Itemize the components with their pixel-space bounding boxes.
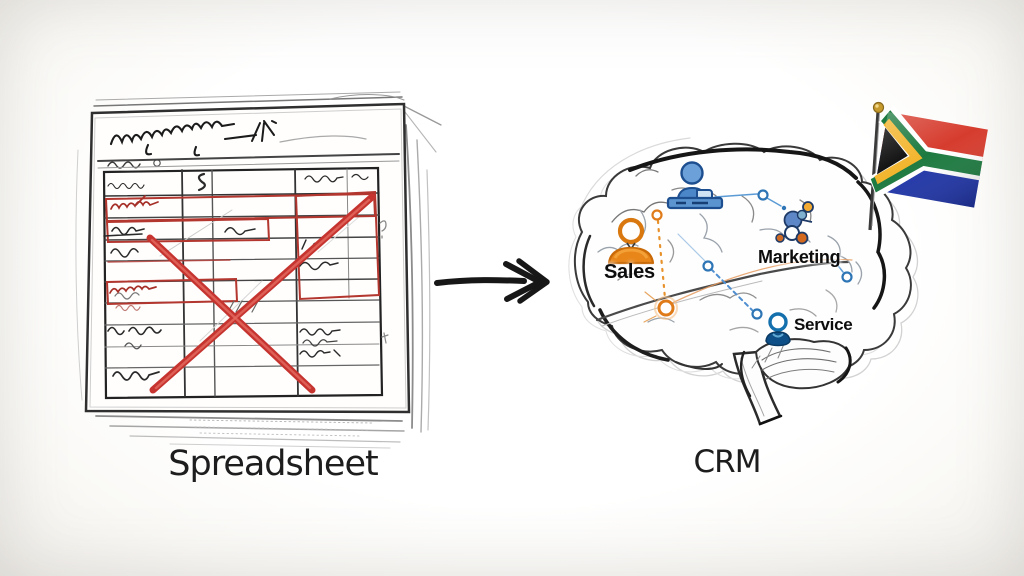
service-agent-icon: [765, 312, 791, 347]
crm-caption: CRM: [693, 444, 762, 480]
node-ring-blue-right: [841, 271, 853, 283]
table-grid: [102, 166, 384, 400]
crm-connectors: [643, 189, 853, 323]
spreadsheet-caption: Spreadsheet: [168, 444, 378, 484]
cerebellum: [754, 338, 852, 390]
flag-finial: [872, 101, 885, 114]
node-ring-orange-hub: [657, 299, 675, 317]
red-scribbles: [109, 195, 159, 312]
paper-stack-edges: [75, 91, 442, 449]
node-ring-orange-top: [651, 209, 663, 221]
marketing-network-icon: [775, 201, 814, 245]
service-label: Service: [794, 315, 853, 334]
node-ring-blue-service: [751, 308, 763, 320]
contact-desk-icon: [666, 161, 724, 210]
arrow-right-icon: [434, 258, 550, 304]
cell-scribbles: [103, 172, 389, 381]
south-africa-flag-icon: [868, 101, 988, 231]
red-cross-x: [146, 193, 376, 394]
marketing-label: Marketing: [758, 247, 841, 267]
sales-label: Sales: [604, 261, 655, 283]
node-ring-blue-top: [757, 189, 769, 201]
sales-person-icon: [607, 217, 655, 265]
title-scribble: [97, 120, 400, 169]
spreadsheet-sketch: [75, 91, 442, 449]
node-ring-blue-mid: [702, 260, 714, 272]
